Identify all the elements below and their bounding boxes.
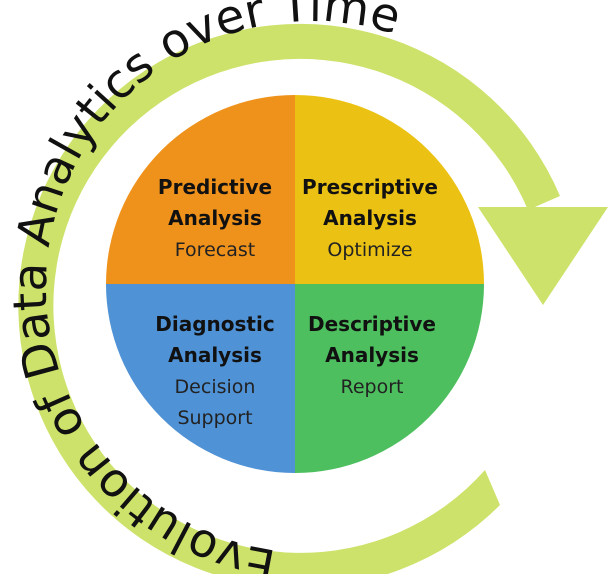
- diagnostic-subtitle-line2: Support: [177, 407, 252, 429]
- descriptive-subtitle: Report: [341, 376, 404, 398]
- descriptive-title-line1: Descriptive: [308, 312, 436, 336]
- quadrant-descriptive: [295, 284, 484, 473]
- diagnostic-label: Diagnostic Analysis Decision Support: [155, 312, 274, 429]
- analysis-circle: [106, 95, 484, 473]
- quadrant-prescriptive: [295, 95, 484, 284]
- cycle-arrow: [18, 23, 608, 574]
- cycle-arrow-head: [478, 207, 608, 305]
- descriptive-label: Descriptive Analysis Report: [308, 312, 436, 398]
- quadrant-diagnostic: [106, 284, 295, 473]
- predictive-title-line1: Predictive: [158, 175, 272, 199]
- predictive-title-line2: Analysis: [168, 206, 262, 230]
- quadrant-predictive: [106, 95, 295, 284]
- descriptive-title-line2: Analysis: [325, 343, 419, 367]
- predictive-subtitle: Forecast: [175, 239, 255, 261]
- prescriptive-subtitle: Optimize: [327, 239, 412, 261]
- prescriptive-title-line1: Prescriptive: [302, 175, 438, 199]
- predictive-label: Predictive Analysis Forecast: [158, 175, 272, 261]
- prescriptive-title-line2: Analysis: [323, 206, 417, 230]
- diagnostic-subtitle-line1: Decision: [175, 376, 256, 398]
- diagnostic-title-line1: Diagnostic: [155, 312, 274, 336]
- diagnostic-title-line2: Analysis: [168, 343, 262, 367]
- prescriptive-label: Prescriptive Analysis Optimize: [302, 175, 438, 261]
